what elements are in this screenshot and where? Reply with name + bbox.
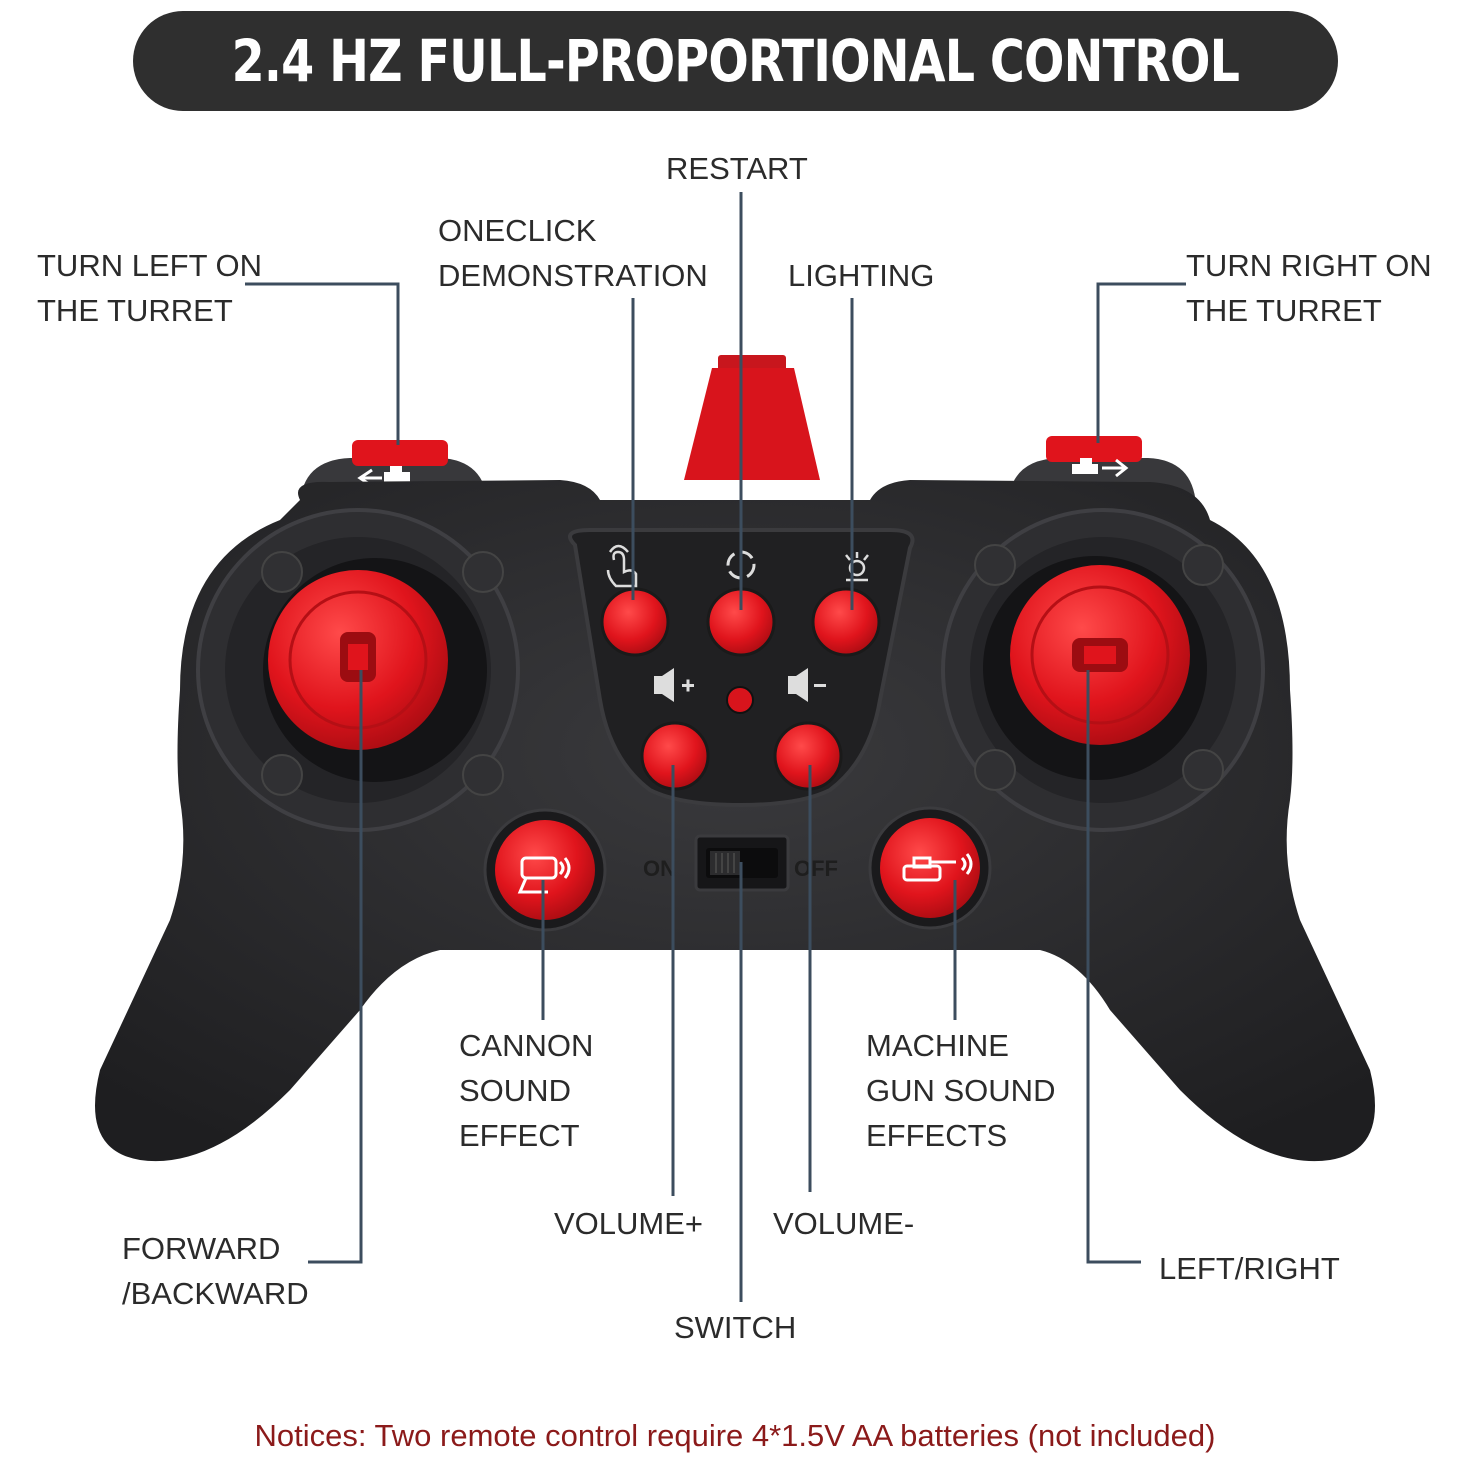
- cannon-sound-button[interactable]: [483, 808, 607, 932]
- lighting-button[interactable]: [811, 587, 881, 657]
- forward-backward-label: FORWARD /BACKWARD: [122, 1226, 309, 1316]
- label-line: FORWARD: [122, 1231, 281, 1266]
- volume-plus-label: VOLUME+: [554, 1206, 704, 1241]
- label-line: THE TURRET: [1186, 293, 1382, 328]
- page-title: 2.4 HZ FULL-PROPORTIONAL CONTROL: [231, 27, 1240, 95]
- label-line: SOUND: [459, 1073, 571, 1108]
- leader-forward: [308, 670, 363, 1264]
- left-right-label: LEFT/RIGHT: [1159, 1251, 1340, 1286]
- label-line: TURN LEFT ON: [37, 248, 263, 283]
- volume-down-button[interactable]: [773, 721, 843, 791]
- cannon-icon: [517, 856, 571, 894]
- oneclick-demo-label: ONECLICK DEMONSTRATION: [438, 208, 708, 298]
- volume-up-icon: [654, 668, 694, 702]
- light-icon: [845, 552, 869, 582]
- label-line: THE TURRET: [37, 293, 233, 328]
- switch-off-label: OFF: [794, 856, 838, 881]
- label-line: ONECLICK: [438, 213, 597, 248]
- label-line: /BACKWARD: [122, 1276, 309, 1311]
- leader-lines: [245, 192, 1186, 1302]
- label-line: TURN RIGHT ON: [1186, 248, 1432, 283]
- cannon-sound-label: CANNON SOUND EFFECT: [459, 1023, 593, 1158]
- leader-turn-right: [1096, 282, 1186, 443]
- turret-right-icon: [1072, 458, 1129, 478]
- volume-minus-label: VOLUME-: [773, 1206, 915, 1241]
- machine-gun-sound-label: MACHINE GUN SOUND EFFECTS: [866, 1023, 1055, 1158]
- switch-on-label: ON: [643, 856, 676, 881]
- label-line: DEMONSTRATION: [438, 258, 708, 293]
- label-line: GUN SOUND: [866, 1073, 1056, 1108]
- volume-up-button[interactable]: [640, 721, 710, 791]
- tank-gun-icon: [902, 853, 973, 882]
- hand-tap-icon: [606, 544, 638, 588]
- antenna: [684, 355, 820, 480]
- right-joystick[interactable]: [941, 508, 1265, 832]
- oneclick-demo-button[interactable]: [600, 587, 670, 657]
- power-indicator-led: [726, 686, 754, 714]
- label-line: CANNON: [459, 1028, 594, 1063]
- label-line: EFFECT: [459, 1118, 580, 1153]
- leader-turn-left: [245, 282, 400, 445]
- restart-label: RESTART: [666, 151, 808, 186]
- left-joystick[interactable]: [196, 508, 520, 832]
- battery-notice: Notices: Two remote control require 4*1.…: [254, 1418, 1216, 1453]
- turn-left-turret-label: TURN LEFT ON THE TURRET: [37, 243, 262, 333]
- volume-down-icon: [788, 668, 826, 702]
- title-banner: 2.4 HZ FULL-PROPORTIONAL CONTROL: [133, 11, 1338, 111]
- label-line: EFFECTS: [866, 1118, 1008, 1153]
- leader-left-right: [1086, 670, 1141, 1264]
- label-line: MACHINE: [866, 1028, 1009, 1063]
- turn-right-turret-label: TURN RIGHT ON THE TURRET: [1186, 243, 1432, 333]
- lighting-label: LIGHTING: [788, 258, 935, 293]
- switch-label: SWITCH: [674, 1310, 797, 1345]
